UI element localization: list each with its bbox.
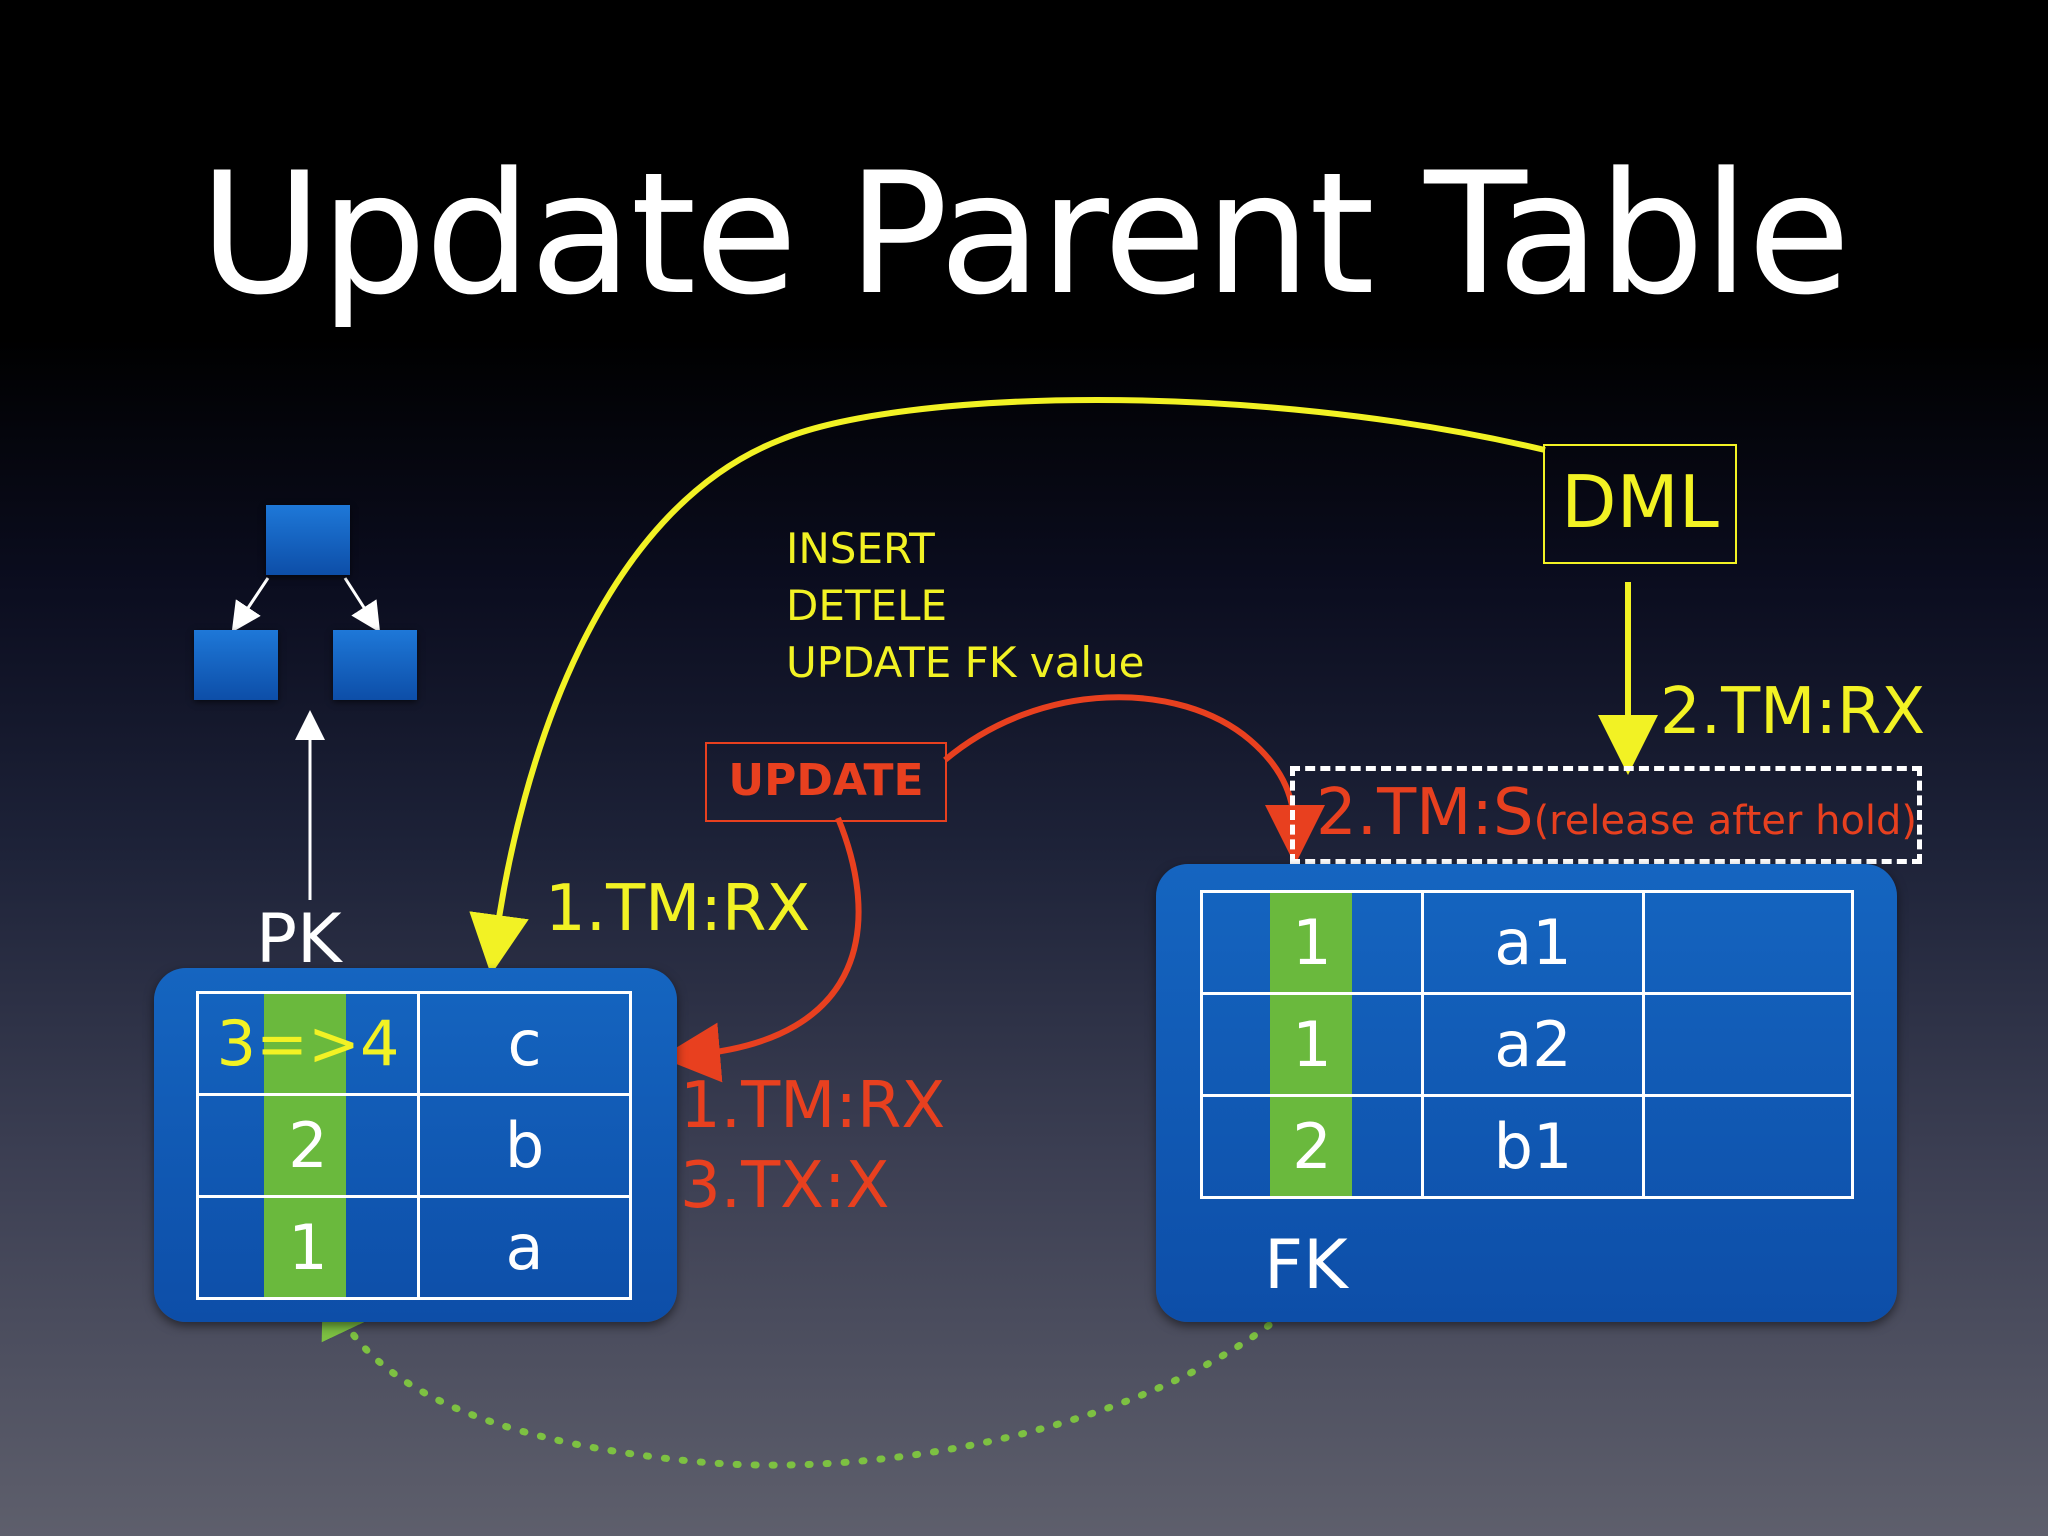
fk-extra-cell (1642, 1094, 1854, 1199)
pk-key-cell: 3=>4 (196, 991, 420, 1096)
fk-extra-cell (1642, 890, 1854, 995)
update-to-pk-arrow (660, 816, 862, 1083)
dml-box: DML (1543, 444, 1737, 564)
pk-table: 3=>4 c 2 b 1 a (196, 991, 632, 1300)
fk-key-cell: 2 (1200, 1094, 1424, 1199)
fk-value: b1 (1493, 1110, 1573, 1183)
fk-table: 1 a1 1 a2 2 b1 (1200, 890, 1854, 1199)
pk-label: PK (256, 900, 342, 979)
dml-op-delete: DETELE (786, 581, 948, 630)
update-lock-tm-rx: 1.TM:RX (680, 1069, 946, 1143)
pk-table-panel: 3=>4 c 2 b 1 a (154, 968, 677, 1322)
dml-operations-list: INSERT DETELE UPDATE FK value (786, 520, 1144, 691)
pk-value: b (504, 1109, 545, 1182)
dml-pk-lock-label: 1.TM:RX (545, 872, 811, 946)
fk-key-cell: 1 (1200, 890, 1424, 995)
pk-value: a (505, 1211, 544, 1284)
update-lock-tx-x: 3.TX:X (680, 1149, 890, 1223)
update-box: UPDATE (705, 742, 947, 822)
fk-share-lock-label: 2.TM:S(release after hold) (1316, 776, 1917, 850)
dml-fk-lock-label: 2.TM:RX (1660, 675, 1926, 749)
fk-to-pk-dotted-arrow (321, 1279, 1314, 1469)
pk-key-cell: 2 (196, 1093, 420, 1198)
pk-key-value: 3=>4 (216, 1007, 400, 1080)
table-row: 1 a (196, 1195, 632, 1300)
pk-value-cell: a (417, 1195, 632, 1300)
table-row: 2 b (196, 1093, 632, 1198)
fk-value-cell: a1 (1421, 890, 1645, 995)
pk-key-value: 1 (288, 1211, 328, 1284)
pk-key-cell: 1 (196, 1195, 420, 1300)
fk-value-cell: a2 (1421, 992, 1645, 1097)
fk-key-cell: 1 (1200, 992, 1424, 1097)
index-root-node (266, 505, 350, 575)
index-left-node (194, 630, 278, 700)
tree-right-arrow (343, 577, 381, 633)
fk-share-lock-box (1290, 766, 1922, 864)
table-row: 3=>4 c (196, 991, 632, 1096)
fk-extra-cell (1642, 992, 1854, 1097)
fk-label: FK (1264, 1226, 1348, 1305)
tree-left-arrow (231, 577, 270, 633)
pk-value-cell: b (417, 1093, 632, 1198)
fk-value: a2 (1494, 1008, 1572, 1081)
slide-title: Update Parent Table (199, 136, 1850, 332)
pk-value-cell: c (417, 991, 632, 1096)
update-pk-locks: 1.TM:RX 3.TX:X (680, 1066, 945, 1226)
table-row: 1 a2 (1200, 992, 1854, 1097)
fk-key-value: 2 (1292, 1110, 1332, 1183)
fk-share-lock-note: (release after hold) (1533, 798, 1918, 844)
fk-value-cell: b1 (1421, 1094, 1645, 1199)
update-to-fk-arrow (943, 694, 1325, 865)
table-row: 2 b1 (1200, 1094, 1854, 1199)
fk-share-lock-main: 2.TM:S (1316, 776, 1534, 850)
pk-value: c (507, 1007, 542, 1080)
fk-table-panel: 1 a1 1 a2 2 b1 FK (1156, 864, 1897, 1322)
table-row: 1 a1 (1200, 890, 1854, 995)
index-right-node (333, 630, 417, 700)
fk-value: a1 (1494, 906, 1572, 979)
fk-key-value: 1 (1292, 906, 1332, 979)
dml-to-pk-arrow (469, 397, 1546, 975)
pk-key-value: 2 (288, 1109, 328, 1182)
dml-op-insert: INSERT (786, 524, 935, 573)
fk-key-value: 1 (1292, 1008, 1332, 1081)
dml-op-update-fk: UPDATE FK value (786, 638, 1145, 687)
